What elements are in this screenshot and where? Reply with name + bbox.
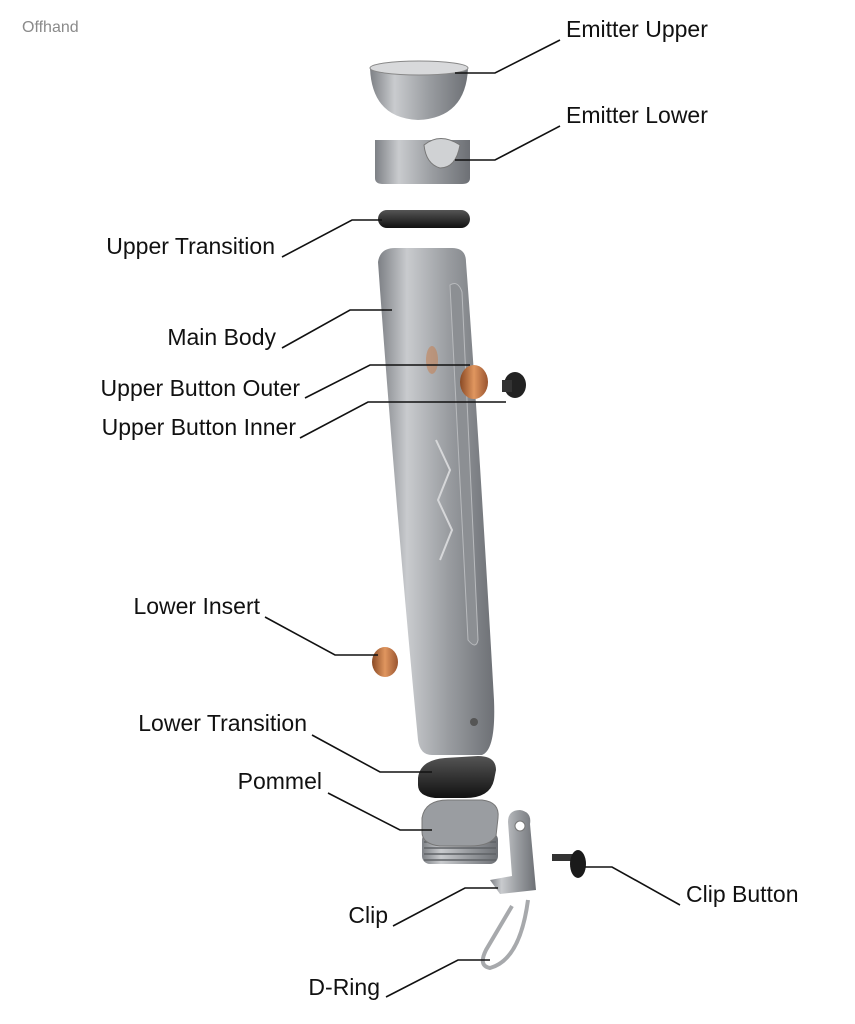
leader-lower-transition <box>311 734 432 773</box>
label-upper-transition: Upper Transition <box>106 233 275 259</box>
upper-button-inner-part <box>502 372 526 398</box>
d-ring-part <box>480 899 530 971</box>
leader-upper-button-outer <box>304 364 470 399</box>
clip-part <box>490 810 536 894</box>
label-clip: Clip <box>348 902 388 928</box>
leader-lines <box>264 39 681 998</box>
label-d-ring: D-Ring <box>308 974 380 1000</box>
lower-insert-part <box>372 647 398 677</box>
leader-upper-button-inner <box>299 401 506 439</box>
diagram-title: Offhand <box>22 19 79 36</box>
leader-d-ring <box>385 959 490 998</box>
leader-lower-insert <box>264 616 378 656</box>
main-body-part <box>378 248 495 755</box>
emitter-upper-part <box>369 60 469 120</box>
leader-clip <box>392 887 498 927</box>
lower-transition-part <box>418 756 496 798</box>
upper-button-outer-part <box>460 365 488 399</box>
leader-clip-button <box>585 866 681 906</box>
label-main-body: Main Body <box>167 324 276 350</box>
label-lower-transition: Lower Transition <box>138 710 307 736</box>
label-clip-button: Clip Button <box>686 881 799 907</box>
leader-pommel <box>327 792 432 831</box>
label-pommel: Pommel <box>237 768 322 794</box>
leader-upper-transition <box>281 219 382 258</box>
leader-emitter-lower <box>455 125 561 161</box>
label-lower-insert: Lower Insert <box>133 593 260 619</box>
label-emitter-upper: Emitter Upper <box>566 16 708 42</box>
upper-transition-part <box>378 210 470 228</box>
label-emitter-lower: Emitter Lower <box>566 102 708 128</box>
emitter-lower-part <box>375 138 470 184</box>
label-upper-button-inner: Upper Button Inner <box>101 414 296 440</box>
pommel-part <box>421 799 499 864</box>
leader-emitter-upper <box>455 39 561 74</box>
label-upper-button-outer: Upper Button Outer <box>100 375 300 401</box>
clip-button-part <box>552 850 586 878</box>
leader-main-body <box>281 309 392 349</box>
